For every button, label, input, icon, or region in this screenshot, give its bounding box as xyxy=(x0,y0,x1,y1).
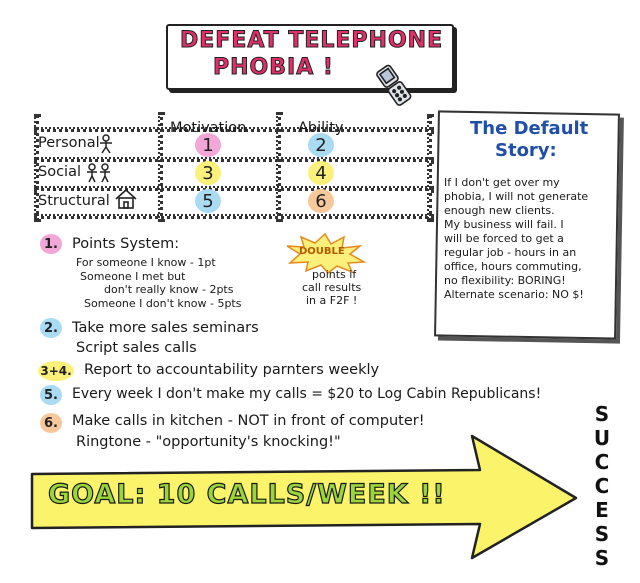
grid-cell-4: 4 xyxy=(308,161,334,185)
default-story-title-1: The Default xyxy=(470,118,589,139)
points-line-3: don't really know - 2pts xyxy=(104,283,234,296)
goal-text: GOAL: 10 CALLS/WEEK !! xyxy=(47,478,446,510)
title-box xyxy=(166,24,454,90)
item-5-line-1: Every week I don't make my calls = $20 t… xyxy=(72,386,542,402)
points-line-1: For someone I know - 1pt xyxy=(76,256,216,269)
row-label-social: Social xyxy=(38,164,81,180)
people-icon xyxy=(87,163,110,183)
item-number-5: 5. xyxy=(40,385,62,405)
item-3-4-line-1: Report to accountability parnters weekly xyxy=(84,362,380,378)
success-letter-3: C xyxy=(594,450,610,474)
flip-phone-icon xyxy=(376,64,412,106)
goal-arrow xyxy=(30,434,578,560)
title-line-1: DEFEAT TELEPHONE xyxy=(179,28,444,54)
double-badge: DOUBLE xyxy=(299,246,345,257)
default-story-title-2: Story: xyxy=(495,140,557,161)
double-note-1: points if xyxy=(312,268,357,281)
success-letter-6: S xyxy=(594,522,610,546)
points-heading: Points System: xyxy=(72,236,180,252)
starburst-icon xyxy=(286,232,366,274)
item-number-1: 1. xyxy=(40,234,62,254)
column-header-ability: Ability xyxy=(298,120,344,136)
grid-cell-1: 1 xyxy=(195,133,221,157)
row-label-structural: Structural xyxy=(38,193,110,209)
item-6-line-1: Make calls in kitchen - NOT in front of … xyxy=(72,413,425,429)
success-letter-4: C xyxy=(594,474,610,498)
double-note-3: in a F2F ! xyxy=(306,294,358,307)
item-6-line-2: Ringtone - "opportunity's knocking!" xyxy=(76,434,341,450)
item-number-6: 6. xyxy=(40,413,62,433)
row-label-personal: Personal xyxy=(38,135,100,151)
success-letter-2: U xyxy=(593,426,611,450)
grid-cell-2: 2 xyxy=(308,133,334,157)
person-icon xyxy=(100,134,112,154)
double-note-2: call results xyxy=(302,281,362,294)
success-letter-7: S xyxy=(594,546,610,570)
title-line-2: PHOBIA ! xyxy=(213,55,334,81)
house-icon xyxy=(115,188,137,209)
item-2-line-1: Take more sales seminars xyxy=(72,320,259,336)
points-line-4: Someone I don't know - 5pts xyxy=(84,297,242,310)
points-line-2: Someone I met but xyxy=(80,270,186,283)
column-header-motivation: Motivation xyxy=(170,120,247,136)
grid-cell-6: 6 xyxy=(308,189,334,213)
grid-cell-3: 3 xyxy=(195,161,221,185)
default-story-text: If I don't get over my phobia, I will no… xyxy=(444,176,589,301)
item-2-line-2: Script sales calls xyxy=(76,340,197,356)
success-letter-5: E xyxy=(595,498,609,522)
item-number-2: 2. xyxy=(40,318,62,338)
success-letter-1: S xyxy=(594,402,610,426)
item-number-3-4: 3+4. xyxy=(38,361,74,381)
grid-cell-5: 5 xyxy=(195,189,221,213)
